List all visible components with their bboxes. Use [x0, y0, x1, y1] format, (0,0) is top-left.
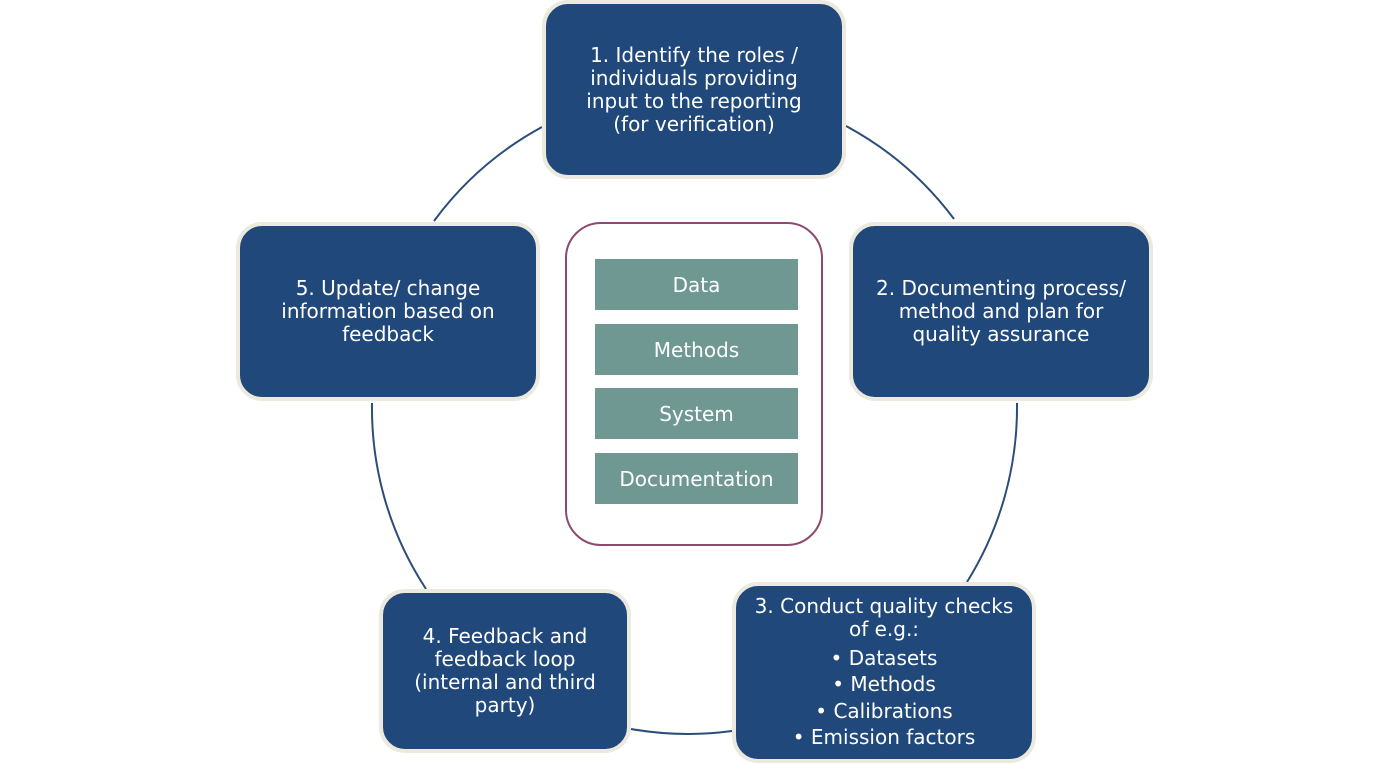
connector-2-to-3 — [966, 402, 1019, 583]
step-4-feedback-loop: 4. Feedback and feedback loop (internal … — [379, 589, 631, 753]
connector-3-to-4 — [630, 728, 733, 735]
step-2-line: method and plan for — [898, 299, 1104, 323]
step-3-line: of e.g.: — [848, 616, 920, 641]
step-3-line: 3. Conduct quality checks — [754, 593, 1014, 618]
step-2-line: 2. Documenting process/ — [876, 276, 1126, 300]
step-5-line: feedback — [342, 322, 434, 346]
step-4-line: party) — [474, 693, 536, 717]
quality-check-item: Datasets — [793, 645, 976, 672]
quality-check-item: Methods — [793, 671, 976, 698]
step-2-line: quality assurance — [912, 322, 1090, 346]
center-item-data: Data — [595, 259, 798, 310]
connector-1-to-2 — [845, 125, 955, 220]
step-5-update-information: 5. Update/ change information based on f… — [236, 222, 540, 401]
connector-4-to-5 — [370, 402, 427, 590]
step-5-line: 5. Update/ change — [295, 276, 481, 300]
step-1-line: 1. Identify the roles / — [590, 42, 798, 67]
center-item-documentation: Documentation — [595, 453, 798, 504]
connector-5-to-1 — [433, 126, 543, 222]
quality-check-item: Emission factors — [793, 724, 975, 751]
center-item-system: System — [595, 388, 798, 439]
quality-check-list: Datasets Methods Calibrations Emission f… — [793, 645, 976, 751]
step-4-line: feedback loop — [434, 647, 576, 671]
step-3-quality-checks: 3. Conduct quality checks of e.g.: Datas… — [732, 582, 1036, 763]
step-4-line: (internal and third — [414, 670, 596, 694]
center-panel: Data Methods System Documentation — [565, 222, 823, 546]
center-item-methods: Methods — [595, 324, 798, 375]
step-1-line: individuals providing — [590, 65, 798, 90]
quality-check-item: Calibrations — [793, 698, 976, 725]
step-1-identify-roles: 1. Identify the roles / individuals prov… — [542, 0, 846, 179]
step-1-line: input to the reporting — [586, 88, 802, 113]
step-5-line: information based on — [281, 299, 495, 323]
step-1-line: (for verification) — [613, 111, 775, 136]
step-4-line: 4. Feedback and — [422, 624, 588, 648]
step-2-documenting-process: 2. Documenting process/ method and plan … — [849, 222, 1153, 401]
